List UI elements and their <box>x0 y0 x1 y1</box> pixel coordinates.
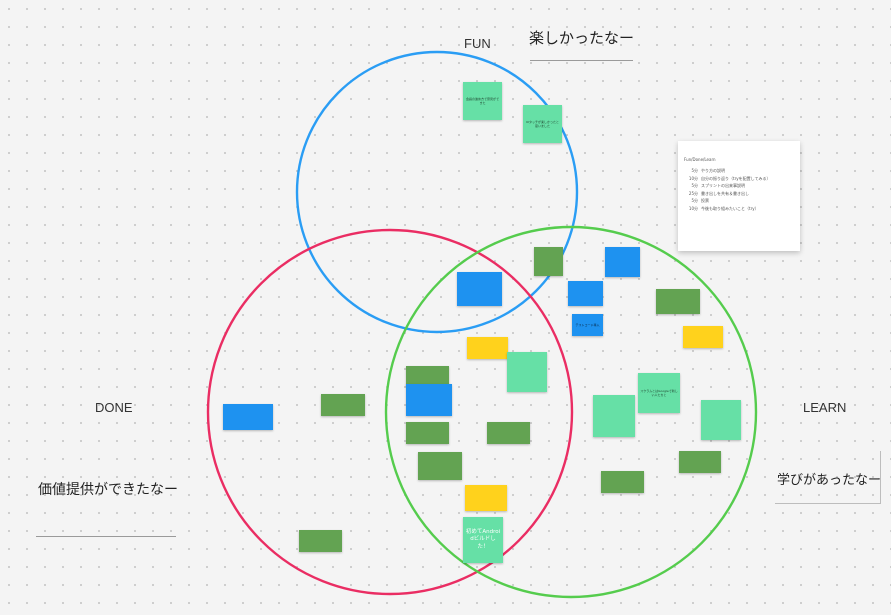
done-circle <box>206 228 574 596</box>
agenda-text: やり方の説明 <box>701 168 725 173</box>
agenda-text: スプリントの出来事説明 <box>701 183 745 189</box>
fun-circle <box>295 50 579 334</box>
learn-label: LEARN <box>803 400 847 415</box>
sticky-note[interactable] <box>299 530 342 552</box>
learn-heading: 学びがあったなー <box>777 473 882 488</box>
fun-heading-underline <box>530 60 633 61</box>
agenda-row: 10分自分の振り返り（tryを配置してみる） <box>684 176 794 182</box>
agenda-text: 今後も取り組みたいこと（try） <box>701 205 759 211</box>
sticky-note[interactable] <box>507 352 547 392</box>
agenda-row: 5分やり方の説明 <box>684 168 794 174</box>
done-heading: 価値提供ができたなー <box>38 482 178 498</box>
sticky-note[interactable]: テストコード導入 <box>572 314 603 336</box>
sticky-note[interactable] <box>679 451 721 473</box>
sticky-note[interactable] <box>683 326 723 348</box>
sticky-note[interactable] <box>223 404 273 430</box>
sticky-note[interactable] <box>406 422 449 444</box>
agenda-text: 書き出しを共有＆書き出し <box>701 190 749 196</box>
sticky-note[interactable] <box>656 289 700 314</box>
fun-heading: 楽しかったなー <box>529 29 635 47</box>
sticky-note[interactable] <box>534 247 563 276</box>
sticky-note[interactable] <box>593 395 635 437</box>
agenda-title: Fun/Done/Learn <box>684 157 716 162</box>
agenda-text: 自分の振り返り（tryを配置してみる） <box>701 175 771 181</box>
agenda-duration: 10分 <box>688 175 698 181</box>
done-heading-underline <box>36 536 176 537</box>
sticky-note[interactable] <box>467 337 508 359</box>
agenda-row: 5分スプリントの出来事説明 <box>684 183 794 189</box>
sticky-note[interactable]: 初めてAndroidビルドした！ <box>463 517 503 563</box>
sticky-note[interactable] <box>321 394 365 416</box>
agenda-duration: 5分 <box>691 168 698 173</box>
sticky-note[interactable] <box>568 281 603 306</box>
sticky-note[interactable] <box>601 471 644 493</box>
agenda-duration: 5分 <box>691 198 698 204</box>
agenda-text: 投票 <box>701 198 709 204</box>
sticky-note[interactable] <box>605 247 640 277</box>
sticky-note[interactable] <box>487 422 530 444</box>
agenda-row: 5分投票 <box>684 198 794 204</box>
sticky-note[interactable]: 会議の進め方で意見ができた <box>463 82 502 120</box>
sticky-note[interactable] <box>418 452 462 480</box>
sticky-note[interactable] <box>465 485 507 511</box>
sticky-note[interactable] <box>406 366 449 386</box>
done-label: DONE <box>95 400 133 415</box>
sticky-note[interactable]: スクラムとはGoogleで新しい人たちと <box>638 373 680 413</box>
sticky-note[interactable] <box>457 272 502 306</box>
sticky-note[interactable] <box>701 400 741 440</box>
fun-label: FUN <box>464 36 491 51</box>
agenda-card[interactable]: Fun/Done/Learn 5分やり方の説明 10分自分の振り返り（tryを配… <box>678 141 800 251</box>
sticky-note[interactable] <box>406 384 452 416</box>
agenda-row: 25分書き出しを共有＆書き出し <box>684 191 794 197</box>
agenda-row: 10分今後も取り組みたいこと（try） <box>684 206 794 212</box>
learn-circle <box>384 225 758 599</box>
learn-heading-box <box>775 451 881 504</box>
agenda-duration: 5分 <box>691 183 698 189</box>
sticky-note[interactable]: UIタッチが楽しかったと思いました <box>523 105 562 143</box>
agenda-duration: 10分 <box>688 205 698 211</box>
agenda-duration: 25分 <box>688 190 698 196</box>
